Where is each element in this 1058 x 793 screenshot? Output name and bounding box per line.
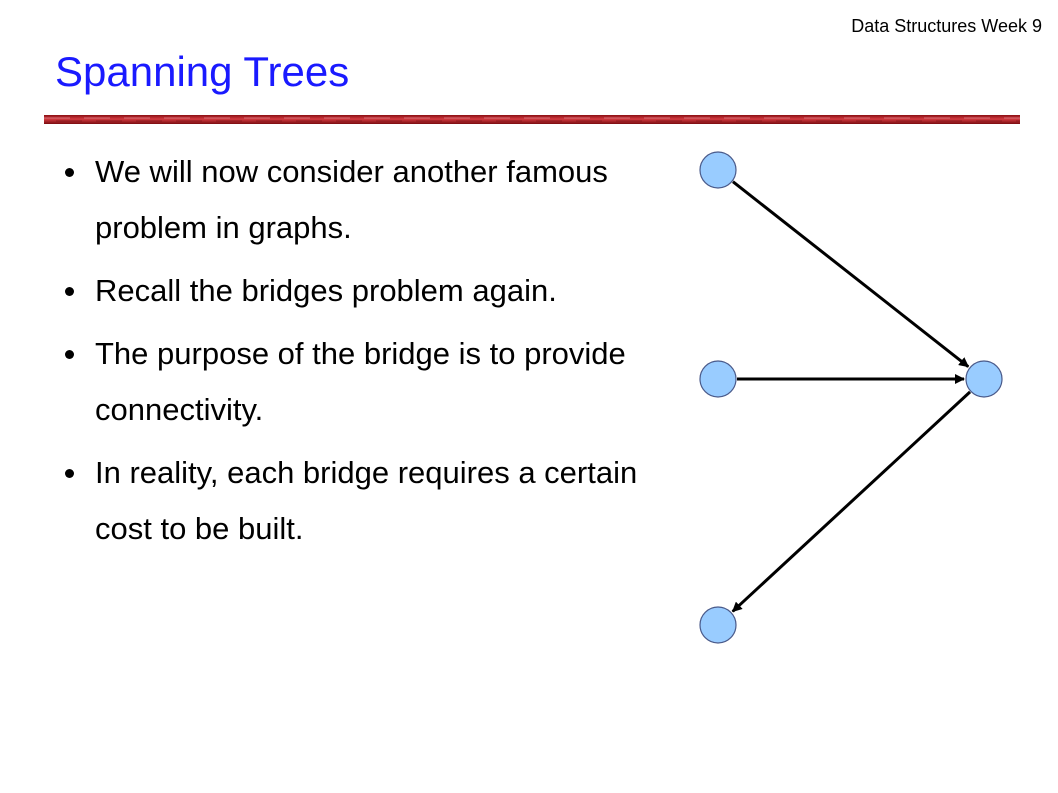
graph-nodes <box>699 151 1003 644</box>
bullet-dot <box>65 350 74 359</box>
slide-title: Spanning Trees <box>55 48 350 95</box>
bullet-text: Recall the bridges problem again. <box>95 273 557 308</box>
bullet-item: The purpose of the bridge is to provide … <box>62 326 662 438</box>
bullet-text: We will now consider another famous prob… <box>95 154 608 245</box>
bullet-list: We will now consider another famous prob… <box>62 144 662 564</box>
bullet-item: Recall the bridges problem again. <box>62 263 662 319</box>
bullet-text: In reality, each bridge requires a certa… <box>95 455 638 546</box>
node-bottom-left <box>699 606 737 644</box>
header-note: Data Structures Week 9 <box>851 16 1042 36</box>
edge-top-left-to-right <box>732 180 970 368</box>
bullet-item: In reality, each bridge requires a certa… <box>62 445 662 557</box>
bullet-dot <box>65 469 74 478</box>
node-top-left <box>699 151 737 189</box>
bullet-item: We will now consider another famous prob… <box>62 144 662 256</box>
bullet-dot <box>65 168 74 177</box>
node-middle-left <box>699 360 737 398</box>
title-rule <box>44 115 1020 124</box>
bullet-dot <box>65 287 74 296</box>
bullet-text: The purpose of the bridge is to provide … <box>95 336 626 427</box>
edge-right-to-bottom-left <box>731 390 972 613</box>
graph-edges <box>731 180 972 613</box>
node-right <box>965 360 1003 398</box>
